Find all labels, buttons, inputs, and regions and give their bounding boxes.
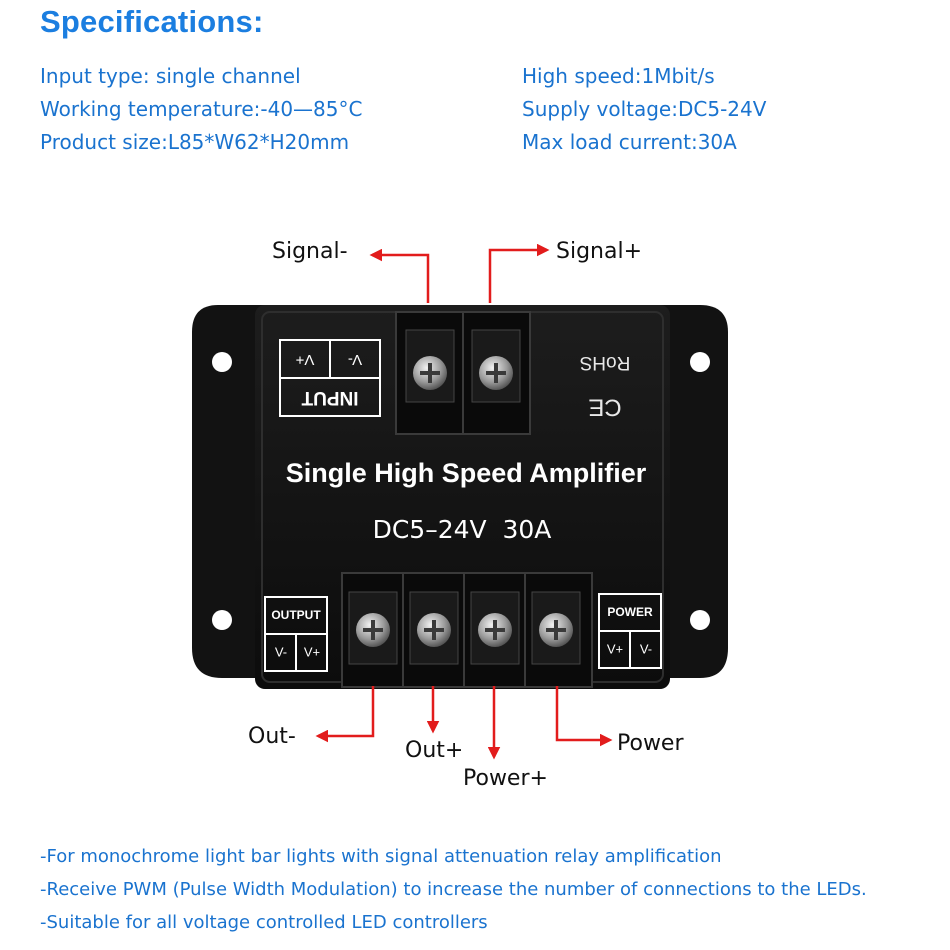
- spec-input-type: Input type: single channel: [40, 64, 301, 88]
- mounting-flange-right: [660, 305, 728, 678]
- input-label: INPUT: [301, 387, 358, 408]
- mount-hole-icon: [690, 610, 710, 630]
- output-terminal-block: [341, 572, 593, 688]
- signal-plus-label: Signal+: [556, 239, 642, 264]
- input-terminal-block: [395, 311, 531, 435]
- input-label-box: INPUT V+ V-: [279, 339, 381, 417]
- device-title: Single High Speed Amplifier: [286, 458, 647, 488]
- mount-hole-icon: [212, 610, 232, 630]
- output-pin-v-minus: V-: [275, 644, 287, 659]
- spec-supply-voltage: Supply voltage:DC5-24V: [522, 97, 767, 121]
- feature-bullet: -For monochrome light bar lights with si…: [40, 846, 722, 867]
- power-label-box: POWER V+ V-: [598, 593, 662, 669]
- power-label-callout: Power: [617, 731, 684, 756]
- power-pin-v-minus: V-: [640, 641, 652, 656]
- spec-working-temperature: Working temperature:-40—85°C: [40, 97, 363, 121]
- power-plus-label: Power+: [463, 766, 548, 791]
- device-rating: DC5–24V 30A: [373, 515, 552, 544]
- power-label: POWER: [607, 605, 653, 619]
- spec-product-size: Product size:L85*W62*H20mm: [40, 130, 350, 154]
- power-pin-v-plus: V+: [607, 641, 623, 656]
- signal-minus-arrow: [369, 248, 430, 303]
- mounting-flange-left: [192, 305, 270, 678]
- input-pin-v-plus: V+: [295, 351, 314, 368]
- output-pin-v-plus: V+: [304, 644, 320, 659]
- page-title: Specifications:: [40, 4, 264, 39]
- ce-mark: CE: [588, 394, 621, 421]
- input-pin-v-minus: V-: [348, 351, 362, 368]
- spec-high-speed: High speed:1Mbit/s: [522, 64, 715, 88]
- spec-max-load-current: Max load current:30A: [522, 130, 737, 154]
- mount-hole-icon: [212, 352, 232, 372]
- out-minus-arrow: [315, 686, 375, 743]
- rohs-mark: RoHS: [580, 352, 631, 373]
- feature-bullet: -Suitable for all voltage controlled LED…: [40, 912, 488, 933]
- output-label-box: OUTPUT V- V+: [264, 596, 328, 672]
- out-minus-label: Out-: [248, 724, 296, 749]
- feature-bullet: -Receive PWM (Pulse Width Modulation) to…: [40, 879, 867, 900]
- out-plus-label: Out+: [405, 738, 463, 763]
- signal-plus-arrow: [488, 243, 550, 303]
- power-arrow: [555, 686, 613, 747]
- mount-hole-icon: [690, 352, 710, 372]
- output-label: OUTPUT: [271, 608, 321, 622]
- signal-minus-label: Signal-: [272, 239, 348, 264]
